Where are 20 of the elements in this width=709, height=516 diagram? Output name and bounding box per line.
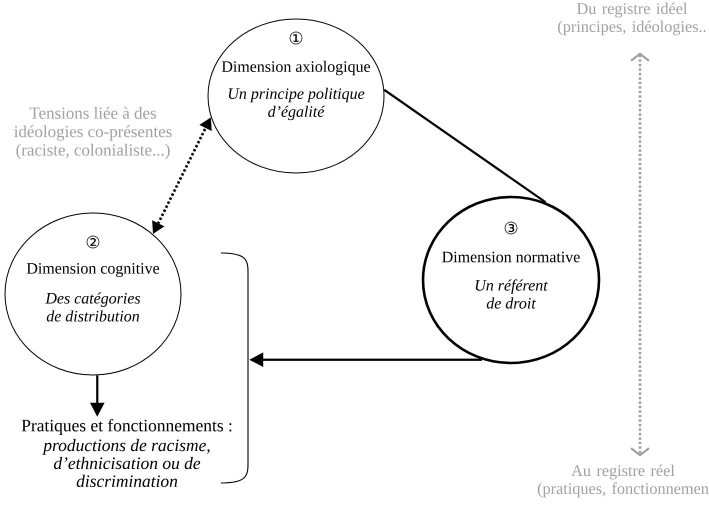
circled-number: ② bbox=[86, 236, 100, 248]
heading-text: Dimension cognitive bbox=[26, 263, 160, 277]
heading-text: Dimension normative bbox=[442, 252, 580, 262]
ellipse bbox=[208, 18, 384, 174]
ellipse bbox=[422, 196, 600, 364]
edge-label: Tensions liée à des idéologies co-présentes (raciste, colonialiste...) bbox=[14, 106, 172, 160]
italic-text: Un référent de droit bbox=[476, 279, 548, 309]
double-arrow bbox=[630, 52, 650, 456]
heading-text: Pratiques et fonctionnements : bbox=[22, 419, 232, 435]
italic-text: productions de racisme, d’ethnicisation ou de discrimination bbox=[42, 438, 210, 488]
circled-number: ① bbox=[290, 32, 302, 44]
circled-number: ③ bbox=[504, 222, 518, 234]
italic-text: Un principe politique d’égalité bbox=[228, 88, 364, 120]
ellipse bbox=[4, 212, 182, 376]
connector-line bbox=[384, 88, 546, 204]
register-label: Du registre idéel (principes, idéologies.. bbox=[558, 2, 706, 36]
italic-text: Des catégories de distribution bbox=[45, 292, 140, 322]
bracket bbox=[221, 252, 249, 484]
heading-text: Dimension axiologique bbox=[222, 60, 370, 76]
register-label: Au registre réel (pratiques, fonctionnemen bbox=[538, 464, 709, 498]
